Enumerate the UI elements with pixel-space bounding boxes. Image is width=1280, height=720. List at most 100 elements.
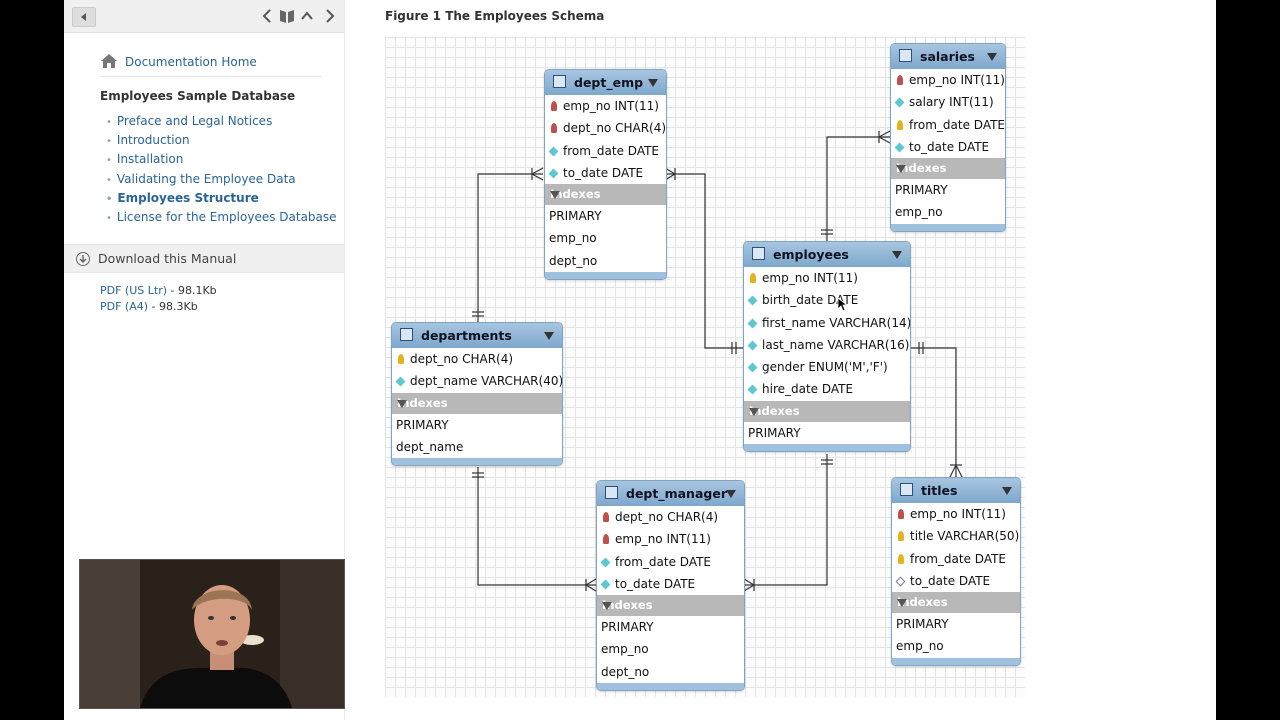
collapse-arrow-icon[interactable]	[987, 53, 997, 61]
table-header[interactable]: dept_manager	[597, 481, 744, 506]
sidebar-nav-item[interactable]: Employees Structure	[106, 191, 337, 210]
collapse-arrow-icon[interactable]	[397, 399, 407, 408]
sidebar-nav-item[interactable]: Installation	[106, 152, 337, 171]
collapse-sidebar-button[interactable]	[72, 7, 96, 27]
indexes-label: Indexes	[749, 403, 800, 418]
table-footer	[392, 458, 562, 466]
documentation-home-label: Documentation Home	[125, 55, 257, 69]
column-row[interactable]: gender ENUM('M','F')	[744, 356, 910, 378]
indexes-header[interactable]: Indexes	[545, 184, 666, 206]
collapse-arrow-icon[interactable]	[726, 490, 736, 498]
column-row[interactable]: dept_no CHAR(4)	[597, 506, 744, 528]
sidebar-nav-item[interactable]: Validating the Employee Data	[106, 172, 337, 191]
column-row[interactable]: to_date DATE	[891, 136, 1005, 158]
indexes-header[interactable]: Indexes	[892, 592, 1020, 614]
column-row[interactable]: emp_no INT(11)	[892, 503, 1020, 525]
table-departments[interactable]: departments dept_no CHAR(4)dept_name VARC…	[391, 322, 563, 467]
table-header[interactable]: dept_emp	[545, 70, 666, 95]
table-name: departments	[421, 328, 512, 343]
sidebar-nav-item[interactable]: Preface and Legal Notices	[106, 114, 337, 133]
index-row[interactable]: emp_no	[601, 642, 649, 657]
column-row[interactable]: first_name VARCHAR(14)	[744, 312, 910, 334]
index-row[interactable]: emp_no	[895, 205, 943, 220]
table-header[interactable]: departments	[392, 323, 562, 348]
index-row[interactable]: PRIMARY	[748, 425, 801, 440]
index-row[interactable]: PRIMARY	[896, 617, 949, 632]
column-row[interactable]: to_date DATE	[892, 570, 1020, 592]
column-row[interactable]: emp_no INT(11)	[744, 267, 910, 289]
book-icon[interactable]	[278, 7, 296, 25]
column-row[interactable]: salary INT(11)	[891, 91, 1005, 113]
table-icon	[553, 75, 566, 88]
column-row[interactable]: dept_name VARCHAR(40)	[392, 370, 562, 392]
table-header[interactable]: titles	[892, 478, 1020, 503]
column-label: from_date DATE	[910, 551, 1007, 566]
collapse-arrow-icon[interactable]	[1002, 487, 1012, 495]
table-header[interactable]: salaries	[891, 44, 1005, 69]
indexes-header[interactable]: Indexes	[744, 400, 910, 422]
column-row[interactable]: from_date DATE	[892, 548, 1020, 570]
up-page-icon[interactable]	[300, 8, 314, 24]
table-icon	[605, 486, 618, 499]
column-row[interactable]: hire_date DATE	[744, 378, 910, 400]
column-label: from_date DATE	[563, 143, 660, 158]
index-row[interactable]: dept_no	[601, 664, 650, 679]
collapse-arrow-icon[interactable]	[749, 407, 759, 416]
column-row[interactable]: title VARCHAR(50)	[892, 525, 1020, 547]
column-label: emp_no INT(11)	[762, 271, 858, 285]
column-row[interactable]: emp_no INT(11)	[597, 528, 744, 550]
column-row[interactable]: birth_date DATE	[744, 289, 910, 311]
primary-key-icon	[750, 273, 756, 283]
indexes-header[interactable]: Indexes	[392, 392, 562, 414]
foreign-key-icon	[603, 534, 609, 545]
primary-key-icon	[898, 553, 904, 564]
column-row[interactable]: from_date DATE	[891, 114, 1005, 136]
collapse-arrow-icon[interactable]	[648, 79, 658, 87]
collapse-arrow-icon[interactable]	[896, 165, 906, 174]
previous-page-icon[interactable]	[261, 8, 273, 24]
column-row[interactable]: from_date DATE	[597, 551, 744, 573]
indexes-header[interactable]: Indexes	[891, 158, 1005, 180]
table-header[interactable]: employees	[744, 242, 910, 267]
collapse-arrow-icon[interactable]	[897, 599, 907, 608]
index-row[interactable]: dept_no	[549, 253, 598, 268]
sidebar-nav-item[interactable]: License for the Employees Database	[106, 210, 337, 229]
column-row[interactable]: emp_no INT(11)	[545, 95, 666, 117]
download-manual-bar[interactable]: Download this Manual	[64, 244, 344, 273]
index-row[interactable]: PRIMARY	[601, 620, 654, 635]
primary-key-icon	[398, 354, 404, 364]
column-row[interactable]: emp_no INT(11)	[891, 69, 1005, 91]
pdf-us-letter-link[interactable]: PDF (US Ltr)	[100, 284, 168, 297]
indexes-label: Indexes	[397, 395, 448, 410]
column-row[interactable]: last_name VARCHAR(16)	[744, 334, 910, 356]
collapse-arrow-icon[interactable]	[550, 191, 560, 200]
index-row[interactable]: PRIMARY	[396, 417, 449, 432]
sidebar-nav-item[interactable]: Introduction	[106, 133, 337, 152]
index-row[interactable]: PRIMARY	[895, 183, 948, 198]
index-row[interactable]: emp_no	[896, 639, 944, 654]
pdf-a4-link[interactable]: PDF (A4)	[100, 300, 149, 313]
collapse-arrow-icon[interactable]	[602, 602, 612, 611]
column-icon	[395, 376, 406, 387]
collapse-arrow-icon[interactable]	[544, 332, 554, 340]
column-row[interactable]: from_date DATE	[545, 140, 666, 162]
column-row[interactable]: dept_no CHAR(4)	[545, 117, 666, 139]
index-row[interactable]: emp_no	[549, 231, 597, 246]
table-dept_emp[interactable]: dept_emp emp_no INT(11)dept_no CHAR(4) fro…	[544, 69, 667, 281]
index-row[interactable]: PRIMARY	[549, 209, 602, 224]
column-row[interactable]: dept_no CHAR(4)	[392, 348, 562, 370]
next-page-icon[interactable]	[324, 8, 336, 24]
collapse-arrow-icon[interactable]	[892, 251, 902, 259]
column-icon	[895, 576, 906, 587]
column-row[interactable]: to_date DATE	[597, 573, 744, 595]
column-icon	[600, 579, 611, 590]
section-title: Employees Sample Database	[100, 89, 296, 103]
indexes-header[interactable]: Indexes	[597, 595, 744, 617]
table-name: dept_emp	[574, 75, 644, 90]
index-row[interactable]: dept_name	[396, 439, 464, 454]
column-row[interactable]: to_date DATE	[545, 162, 666, 184]
